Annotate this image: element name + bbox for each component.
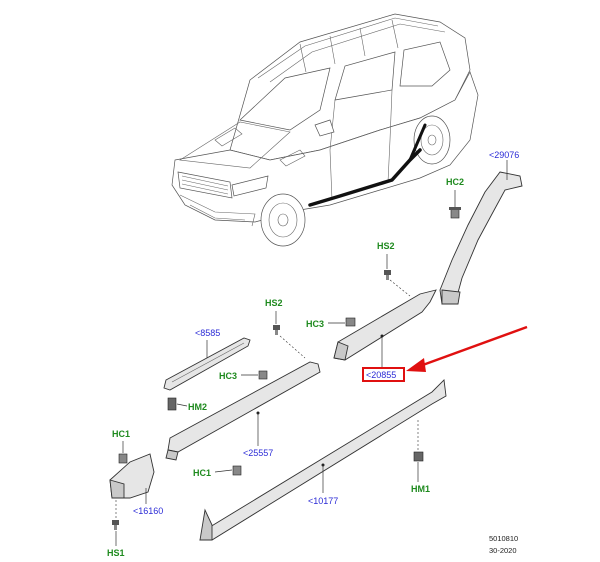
hm1-nut-icon	[413, 451, 424, 462]
tread-plate[interactable]	[163, 337, 251, 391]
hs1-screw-icon	[112, 520, 119, 530]
hc3-upper-label: HC3	[306, 319, 324, 329]
hc2-clip-icon	[449, 207, 461, 219]
lower-side-moulding[interactable]	[199, 379, 447, 541]
rear-moulding-label[interactable]: <29076	[489, 150, 519, 160]
hc1-mid-clip-icon	[232, 465, 242, 476]
sill-moulding[interactable]	[333, 289, 437, 361]
hc3-lower-clip-icon	[258, 370, 268, 380]
hs1-label: HS1	[107, 548, 125, 558]
hc1-left-clip-icon	[118, 453, 128, 464]
reference-number: 5010810	[489, 534, 518, 543]
hm2-nut-icon	[167, 397, 177, 411]
hs2-upper-label: HS2	[377, 241, 395, 251]
hc3-lower-label: HC3	[219, 371, 237, 381]
hs2-lower-screw-icon	[273, 325, 280, 335]
front-extension-moulding[interactable]	[109, 453, 155, 499]
hs2-upper-screw-icon	[384, 270, 391, 280]
tread-plate-label[interactable]: <8585	[195, 328, 220, 338]
highlight-box	[362, 367, 405, 382]
front-extension-label[interactable]: <16160	[133, 506, 163, 516]
hm1-label: HM1	[411, 484, 430, 494]
hm2-label: HM2	[188, 402, 207, 412]
lower-moulding-label[interactable]: <10177	[308, 496, 338, 506]
vehicle-illustration	[171, 13, 479, 247]
front-moulding-label[interactable]: <25557	[243, 448, 273, 458]
sill-moulding-label[interactable]: <20855	[366, 370, 396, 380]
hc1-mid-label: HC1	[193, 468, 211, 478]
hc2-label: HC2	[446, 177, 464, 187]
hs2-lower-label: HS2	[265, 298, 283, 308]
reference-date: 30-2020	[489, 546, 517, 555]
hc1-left-label: HC1	[112, 429, 130, 439]
rear-wheel-arch-moulding[interactable]	[439, 160, 523, 305]
highlight-arrow-icon	[406, 325, 528, 372]
front-sill-moulding[interactable]	[165, 361, 321, 461]
hc3-upper-clip-icon	[345, 317, 356, 327]
